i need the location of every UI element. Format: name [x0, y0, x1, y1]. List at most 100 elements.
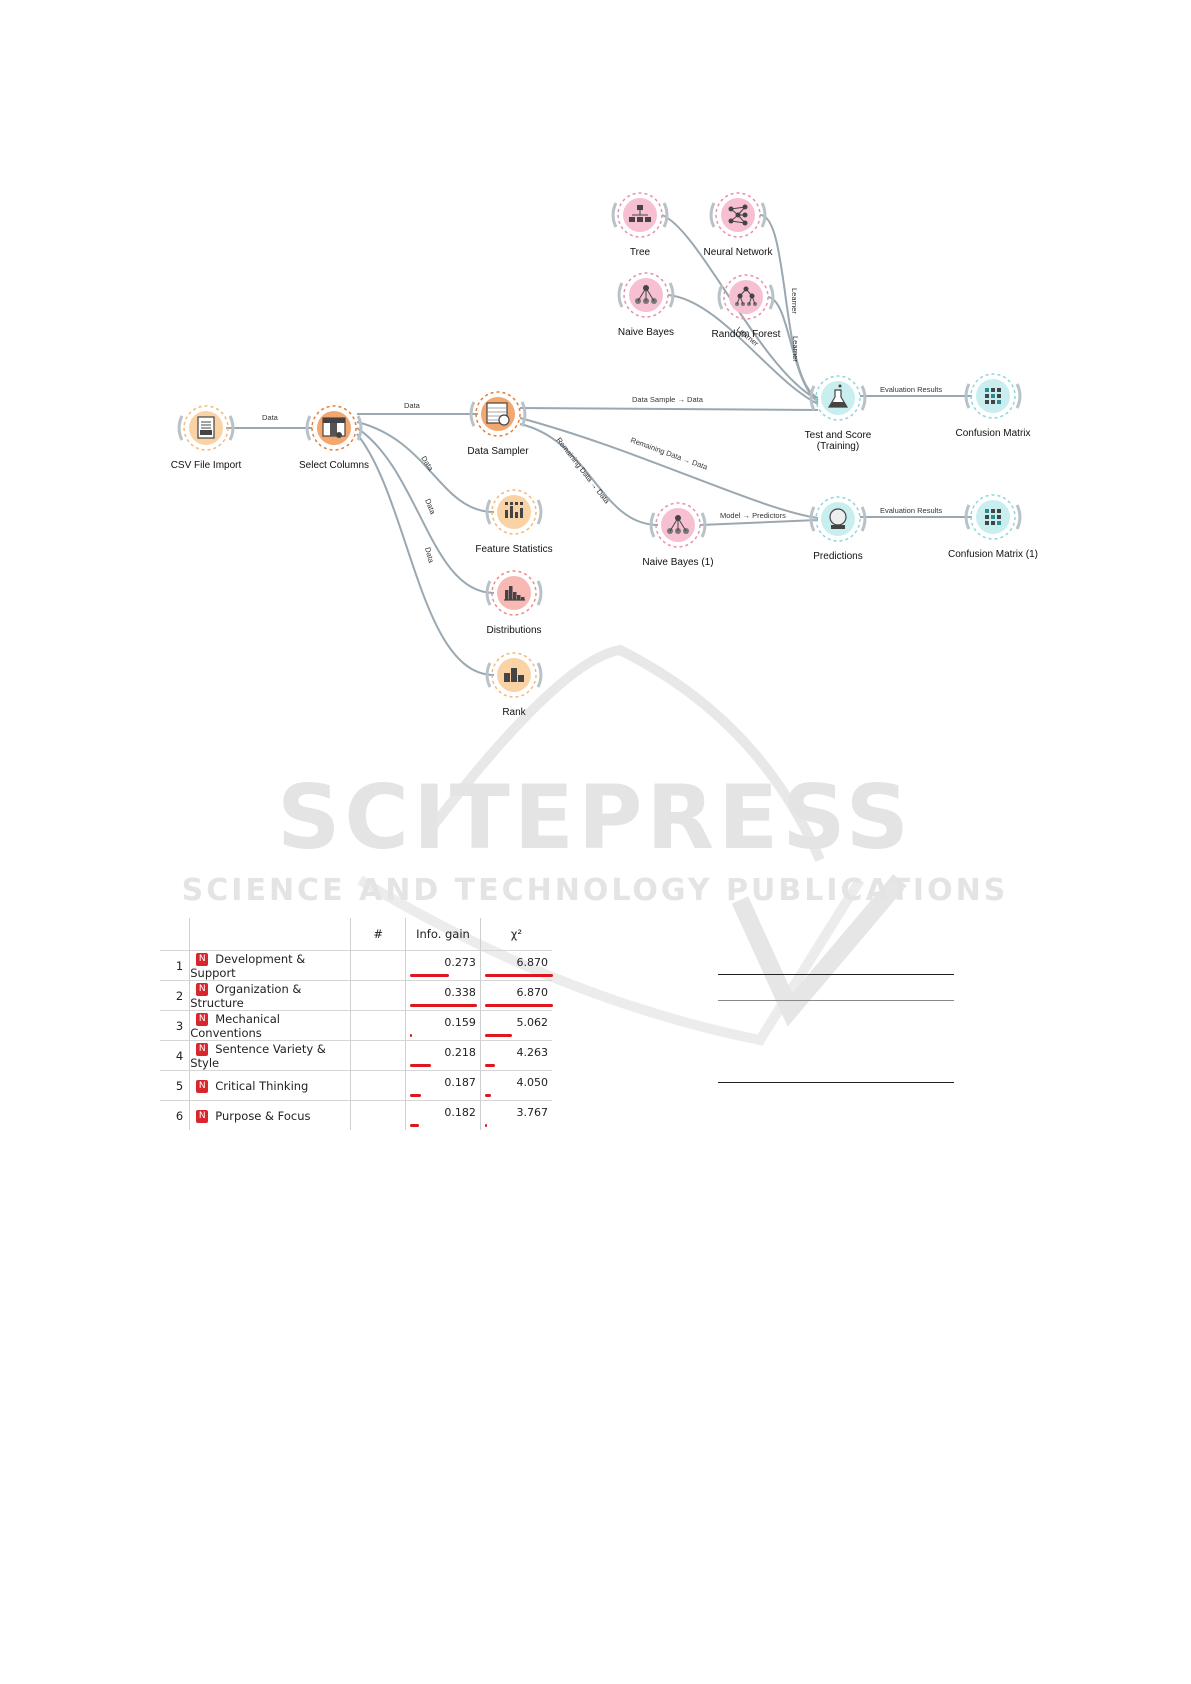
hash-cell [350, 950, 407, 981]
feature-name: Critical Thinking [215, 1078, 309, 1093]
row-number: 6 [160, 1100, 191, 1130]
node-distributions[interactable]: Distributions [485, 570, 543, 636]
link-label-select-distributions: Data [423, 497, 438, 516]
node-output-port[interactable] [536, 499, 543, 525]
link-label-nb1-predictions: Model → Predictors [720, 511, 786, 520]
link-select-rank[interactable] [356, 433, 495, 676]
node-ring [617, 192, 663, 238]
node-output-port[interactable] [700, 512, 707, 538]
node-output-port[interactable] [520, 401, 527, 427]
numeric-variable-icon: N [196, 1109, 209, 1123]
node-featstats[interactable]: Feature Statistics [475, 489, 553, 555]
node-output-port[interactable] [1015, 504, 1022, 530]
node-input-port[interactable] [649, 512, 656, 538]
watermark-title: SCITEPRESS [277, 766, 913, 869]
node-input-port[interactable] [617, 282, 624, 308]
node-select[interactable]: Select Columns [299, 405, 369, 471]
node-input-port[interactable] [611, 202, 618, 228]
header-info-gain[interactable]: Info. gain [405, 918, 481, 951]
node-nn[interactable]: Neural Network [704, 192, 774, 258]
node-cm[interactable]: Confusion Matrix [955, 373, 1031, 439]
node-predictions[interactable]: Predictions [809, 496, 867, 562]
link-nb-testscore[interactable] [667, 294, 819, 405]
link-select-distributions[interactable] [356, 427, 495, 594]
node-input-port[interactable] [809, 385, 816, 411]
node-label: CSV File Import [171, 460, 242, 471]
hash-cell [350, 1100, 407, 1130]
rank-table-header: # Info. gain χ² [160, 918, 552, 951]
rank-icon [504, 668, 524, 682]
node-input-port[interactable] [809, 506, 816, 532]
node-input-port[interactable] [964, 504, 971, 530]
data-sampler-icon [486, 402, 510, 426]
table-mid-rule [718, 1000, 954, 1001]
header-name [189, 918, 352, 951]
node-input-port[interactable] [305, 415, 312, 441]
link-label-sampler-testscore: Data Sample → Data [632, 395, 704, 404]
link-sampler-nb1[interactable] [519, 423, 659, 526]
node-output-port[interactable] [356, 415, 363, 441]
row-number: 4 [160, 1040, 191, 1071]
node-label: Naive Bayes (1) [642, 557, 713, 568]
link-nb1-predictions[interactable] [699, 519, 819, 526]
node-sampler[interactable]: Data Sampler [467, 391, 529, 457]
node-rf[interactable]: Random Forest [712, 274, 781, 340]
header-hash[interactable]: # [350, 918, 407, 951]
node-output-port[interactable] [768, 284, 775, 310]
node-input-port[interactable] [485, 499, 492, 525]
node-input-port[interactable] [717, 284, 724, 310]
node-output-port[interactable] [668, 282, 675, 308]
numeric-variable-icon: N [196, 1079, 209, 1093]
node-csv[interactable]: CSV File Import [171, 405, 242, 471]
node-output-port[interactable] [1015, 383, 1022, 409]
node-output-port[interactable] [228, 415, 235, 441]
csv-file-icon [197, 416, 215, 439]
node-input-port[interactable] [469, 401, 476, 427]
node-testscore[interactable]: Test and Score(Training) [805, 375, 872, 452]
link-sampler-testscore[interactable] [519, 407, 819, 411]
node-input-port[interactable] [485, 580, 492, 606]
link-sampler-predictions[interactable] [519, 417, 819, 519]
watermark-subtitle: SCIENCE AND TECHNOLOGY PUBLICATIONS [182, 873, 1009, 908]
node-output-port[interactable] [860, 506, 867, 532]
link-rf-testscore[interactable] [767, 296, 819, 403]
chi2-cell: 4.050 [480, 1070, 552, 1101]
predictions-icon [829, 508, 847, 529]
link-nn-testscore[interactable] [759, 214, 819, 399]
node-rank[interactable]: Rank [485, 652, 543, 718]
node-output-port[interactable] [536, 662, 543, 688]
info-gain-bar [410, 1064, 432, 1067]
hash-cell [350, 1010, 407, 1041]
header-chi2[interactable]: χ² [510, 927, 523, 941]
node-input-port[interactable] [709, 202, 716, 228]
node-output-port[interactable] [860, 385, 867, 411]
node-output-port[interactable] [760, 202, 767, 228]
node-nb1[interactable]: Naive Bayes (1) [642, 502, 714, 568]
node-input-port[interactable] [964, 383, 971, 409]
node-output-port[interactable] [536, 580, 543, 606]
node-input-port[interactable] [177, 415, 184, 441]
feature-name-cell[interactable]: N Critical Thinking [189, 1070, 352, 1101]
link-select-featstats[interactable] [356, 421, 495, 513]
node-nb[interactable]: Naive Bayes [617, 272, 675, 338]
node-ring [623, 272, 669, 318]
node-input-port[interactable] [485, 662, 492, 688]
node-output-port[interactable] [662, 202, 669, 228]
chi2-value: 4.263 [516, 1046, 549, 1059]
link-label-csv-select: Data [262, 413, 279, 422]
node-cm1[interactable]: Confusion Matrix (1) [948, 494, 1038, 560]
node-tree[interactable]: Tree [611, 192, 669, 258]
